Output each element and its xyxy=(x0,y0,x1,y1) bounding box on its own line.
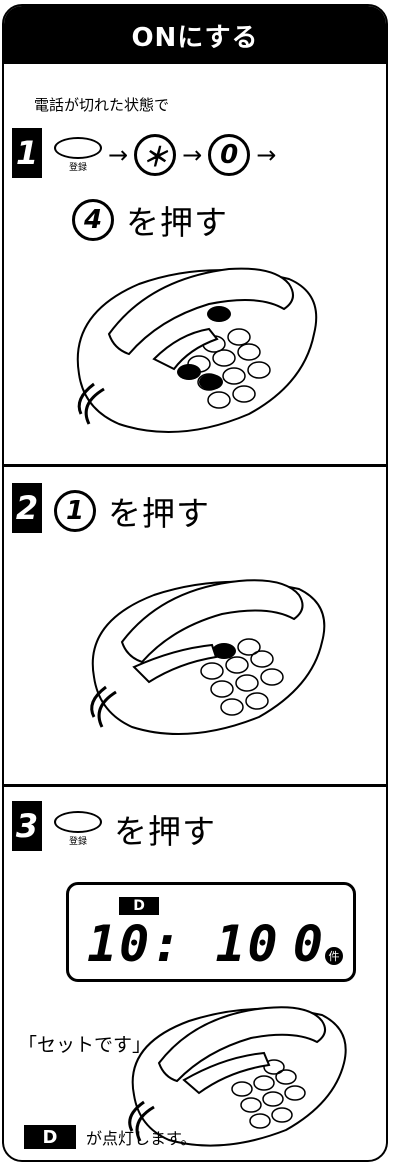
step-2-section: 2 1 を押す xyxy=(4,464,386,784)
zero-key: 0 xyxy=(208,134,251,176)
lcd-display: D 10: 10 0 件 xyxy=(66,882,356,982)
register-key-icon xyxy=(54,137,102,159)
register-key-icon xyxy=(54,811,102,833)
instruction-frame: ONにする 電話が切れた状態で 1 登録 → ＊ → 0 → 4 を押す xyxy=(2,4,388,1162)
step-1-instruction: 4 を押す xyxy=(72,196,228,244)
register-key-label: 登録 xyxy=(68,837,87,847)
step-3-section: 3 登録 を押す D 10: 10 0 件 「セットです」 xyxy=(4,784,386,1160)
arrow-right-icon: → xyxy=(182,141,203,169)
step-2-instruction: 1 を押す xyxy=(54,487,210,535)
register-key-label: 登録 xyxy=(68,163,87,173)
step-3-instruction-text: を押す xyxy=(114,812,216,851)
lcd-time: 10: 10 xyxy=(87,915,280,973)
lcd-count: 0 xyxy=(292,915,323,973)
lcd-count-unit: 件 xyxy=(325,947,343,965)
arrow-right-icon: → xyxy=(108,141,129,169)
footer-note: D が点灯します。 xyxy=(24,1125,196,1149)
register-key: 登録 xyxy=(54,137,102,173)
four-key: 4 xyxy=(72,199,114,241)
register-key: 登録 xyxy=(54,811,102,847)
telephone-illustration xyxy=(90,579,326,736)
key-sequence: 登録 → ＊ → 0 → xyxy=(54,134,276,176)
step-1-section: 電話が切れた状態で 1 登録 → ＊ → 0 → 4 を押す xyxy=(4,64,386,464)
lcd-indicator: D xyxy=(119,897,159,915)
one-key: 1 xyxy=(54,490,96,532)
star-key: ＊ xyxy=(134,134,177,176)
intro-text: 電話が切れた状態で xyxy=(34,96,170,114)
voice-prompt: 「セットです」 xyxy=(18,1034,152,1056)
step-number-2: 2 xyxy=(12,483,42,533)
footer-text: が点灯します。 xyxy=(86,1129,197,1148)
telephone-illustration xyxy=(76,267,318,433)
telephone-illustration xyxy=(128,1006,347,1147)
step-3-instruction: 登録 を押す xyxy=(54,805,216,853)
step-number-3: 3 xyxy=(12,801,42,851)
step-number-1: 1 xyxy=(12,128,42,178)
step-1-instruction-text: を押す xyxy=(126,203,228,242)
footer-indicator: D xyxy=(24,1125,76,1149)
step-2-instruction-text: を押す xyxy=(108,494,210,533)
page-title: ONにする xyxy=(4,6,386,64)
arrow-right-icon: → xyxy=(256,141,277,169)
